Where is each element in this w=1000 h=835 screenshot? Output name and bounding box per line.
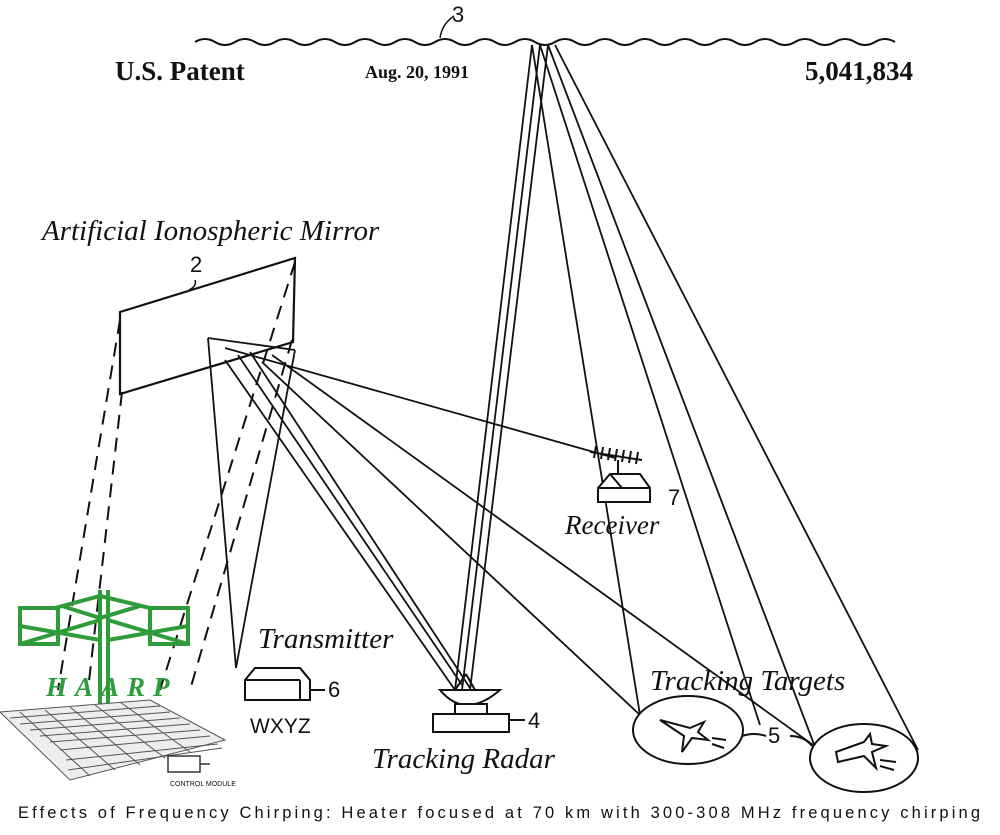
- patent-number: 5,041,834: [805, 56, 913, 86]
- station-call-sign: WXYZ: [250, 715, 311, 738]
- transmitter-icon: [244, 667, 311, 701]
- figure-caption: Effects of Frequency Chirping: Heater fo…: [18, 804, 980, 822]
- tracking-targets-label: Tracking Targets: [650, 665, 845, 697]
- ionosphere-leader: [439, 15, 455, 39]
- haarp-antenna-grid: [0, 699, 227, 781]
- target-1-icon: [632, 695, 744, 765]
- ref-targets: 5: [768, 723, 780, 748]
- receiver-house-icon: [597, 473, 651, 503]
- target-2-icon: [809, 723, 919, 793]
- ionosphere-line: [194, 38, 896, 46]
- tracking-radar-icon: [432, 673, 510, 733]
- ref-transmitter: 6: [328, 677, 340, 702]
- patent-label: U.S. Patent: [115, 56, 245, 86]
- control-module-icon: [167, 755, 210, 773]
- mirror-reflection-beams: [224, 347, 821, 751]
- haarp-antenna-icon: [18, 590, 190, 730]
- ref-receiver: 7: [668, 485, 680, 510]
- transmitter-beam: [207, 337, 296, 669]
- mirror-label: Artificial Ionospheric Mirror: [40, 215, 380, 247]
- transmitter-label: Transmitter: [258, 623, 394, 655]
- ref-mirror: 2: [190, 252, 202, 277]
- patent-date: Aug. 20, 1991: [365, 62, 469, 82]
- receiver-antenna-icon: [589, 445, 643, 474]
- ref-radar: 4: [528, 708, 540, 733]
- radar-ionosphere-beams: [454, 44, 919, 761]
- ref-ionosphere: 3: [452, 2, 464, 27]
- targets-leader: [741, 733, 813, 747]
- haarp-logo-text: HAARP: [45, 672, 178, 702]
- ionospheric-mirror: [118, 256, 297, 396]
- tracking-radar-label: Tracking Radar: [372, 743, 556, 775]
- receiver-label: Receiver: [564, 510, 660, 540]
- control-module-label: CONTROL MODULE: [170, 781, 236, 788]
